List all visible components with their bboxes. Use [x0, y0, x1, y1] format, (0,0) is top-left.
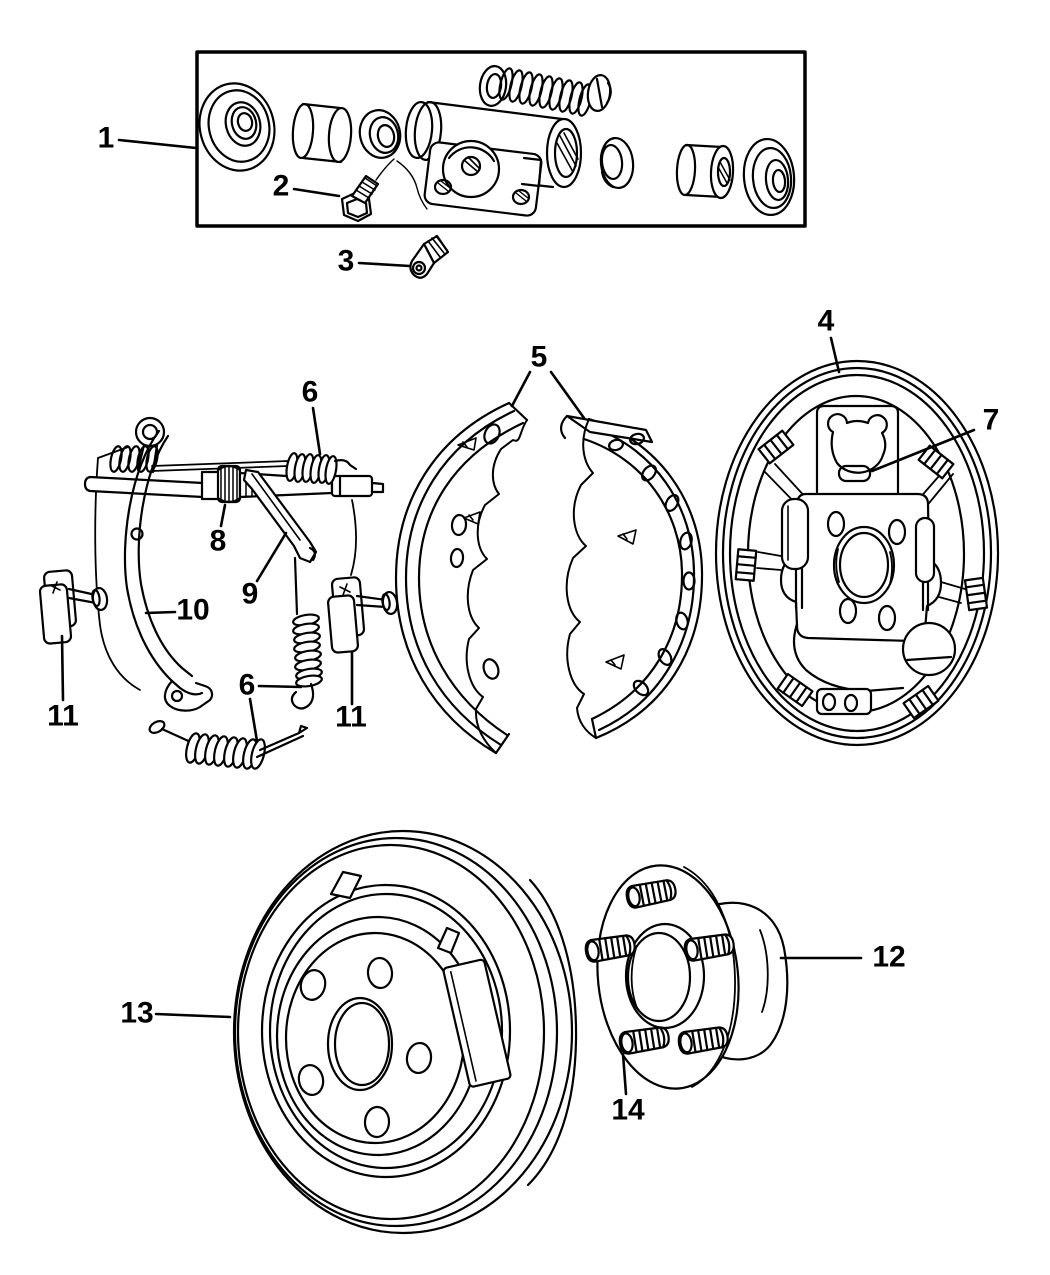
callout-leader-wheel-stud [621, 1052, 628, 1096]
callout-leader-hold-down-pin-left [60, 634, 65, 702]
callout-leader-brake-shoes [510, 370, 532, 408]
callout-return-spring-upper: 6 [302, 376, 319, 409]
drum-balance-weight-icon [442, 958, 512, 1088]
adjuster-star-wheel-icon [216, 464, 242, 504]
brake-shoe-left-icon [394, 401, 529, 755]
callout-leader-bleeder-screw [357, 261, 412, 268]
callout-leader-return-spring-lower [257, 684, 303, 689]
brake-shoe-right-icon [560, 414, 704, 740]
callout-adjuster-star-wheel: 8 [210, 525, 227, 558]
callout-wheel-cylinder-repair-kit: 1 [98, 122, 115, 155]
adjuster-hardware-group [38, 416, 399, 770]
piston-left-icon [291, 102, 353, 164]
expander-spring-icon [478, 65, 612, 117]
callout-leader-brake-shoes [549, 370, 586, 420]
callout-brake-drum: 13 [120, 997, 153, 1030]
lever-pivot-icon [109, 416, 166, 474]
shoe-ledge-pad-icon [917, 444, 955, 480]
callout-brake-shoes: 5 [531, 341, 548, 374]
adjuster-lever-icon [242, 468, 318, 564]
callout-return-spring-lower: 6 [239, 669, 256, 702]
shoe-ledge-pad-icon [734, 548, 758, 582]
callout-hold-down-pin-right: 11 [335, 701, 367, 734]
hub-and-bearing-icon [583, 864, 789, 1090]
piston-right-icon [675, 143, 735, 200]
callout-leader-parking-brake-lever [144, 610, 177, 615]
mounting-bolt-icon [340, 158, 428, 223]
cup-seal-left-icon [358, 109, 402, 159]
callout-leader-brake-drum [154, 1012, 232, 1019]
callout-wheel-cylinder-mounting-bolt: 2 [273, 170, 290, 203]
callout-adjuster-lever: 9 [242, 578, 259, 611]
dust-boot-right-icon [742, 137, 796, 217]
return-spring-lower-vertical-icon [290, 556, 323, 710]
callout-hold-down-pin-left: 11 [47, 700, 79, 733]
callout-leader-brake-backing-plate [829, 336, 841, 374]
callout-leader-anchor-slot [870, 428, 976, 473]
callout-leader-wheel-cylinder-repair-kit [117, 138, 198, 150]
callout-hub-and-bearing: 12 [872, 941, 905, 974]
hold-down-pin-left-icon [38, 569, 109, 645]
callout-wheel-stud: 14 [611, 1094, 645, 1127]
adjuster-strut-icon [83, 460, 385, 504]
callout-leader-return-spring-lower [248, 697, 259, 743]
callout-parking-brake-lever: 10 [176, 594, 209, 627]
return-spring-upper-icon [285, 452, 358, 485]
bleeder-screw-icon [409, 234, 450, 279]
dust-boot-left-icon [198, 82, 276, 172]
hold-down-pin-right-icon [327, 576, 399, 654]
callout-leader-return-spring-upper [311, 406, 322, 456]
anchor-slot-icon [837, 464, 872, 483]
return-spring-lower-icon [148, 720, 309, 770]
shoe-ledge-pad-icon [757, 429, 795, 465]
callout-brake-backing-plate: 4 [818, 305, 835, 338]
wheel-cylinder-body-icon [404, 100, 583, 217]
shoe-ledge-pad-icon [776, 672, 814, 708]
callout-leader-adjuster-star-wheel [219, 503, 227, 528]
callout-leader-wheel-cylinder-mounting-bolt [292, 187, 341, 198]
shoe-ledge-pad-icon [902, 684, 940, 720]
callout-leader-adjuster-lever [255, 531, 288, 583]
anchor-pin-hole-icon [826, 413, 888, 474]
brake-drum-icon [232, 829, 578, 1235]
backing-plate-icon [714, 359, 1000, 747]
callout-anchor-slot: 7 [983, 404, 1000, 437]
callout-bleeder-screw: 3 [338, 245, 355, 278]
cup-seal-right-icon [599, 136, 635, 190]
shoe-ledge-pad-icon [963, 576, 989, 612]
parking-brake-lever-icon [123, 429, 214, 712]
